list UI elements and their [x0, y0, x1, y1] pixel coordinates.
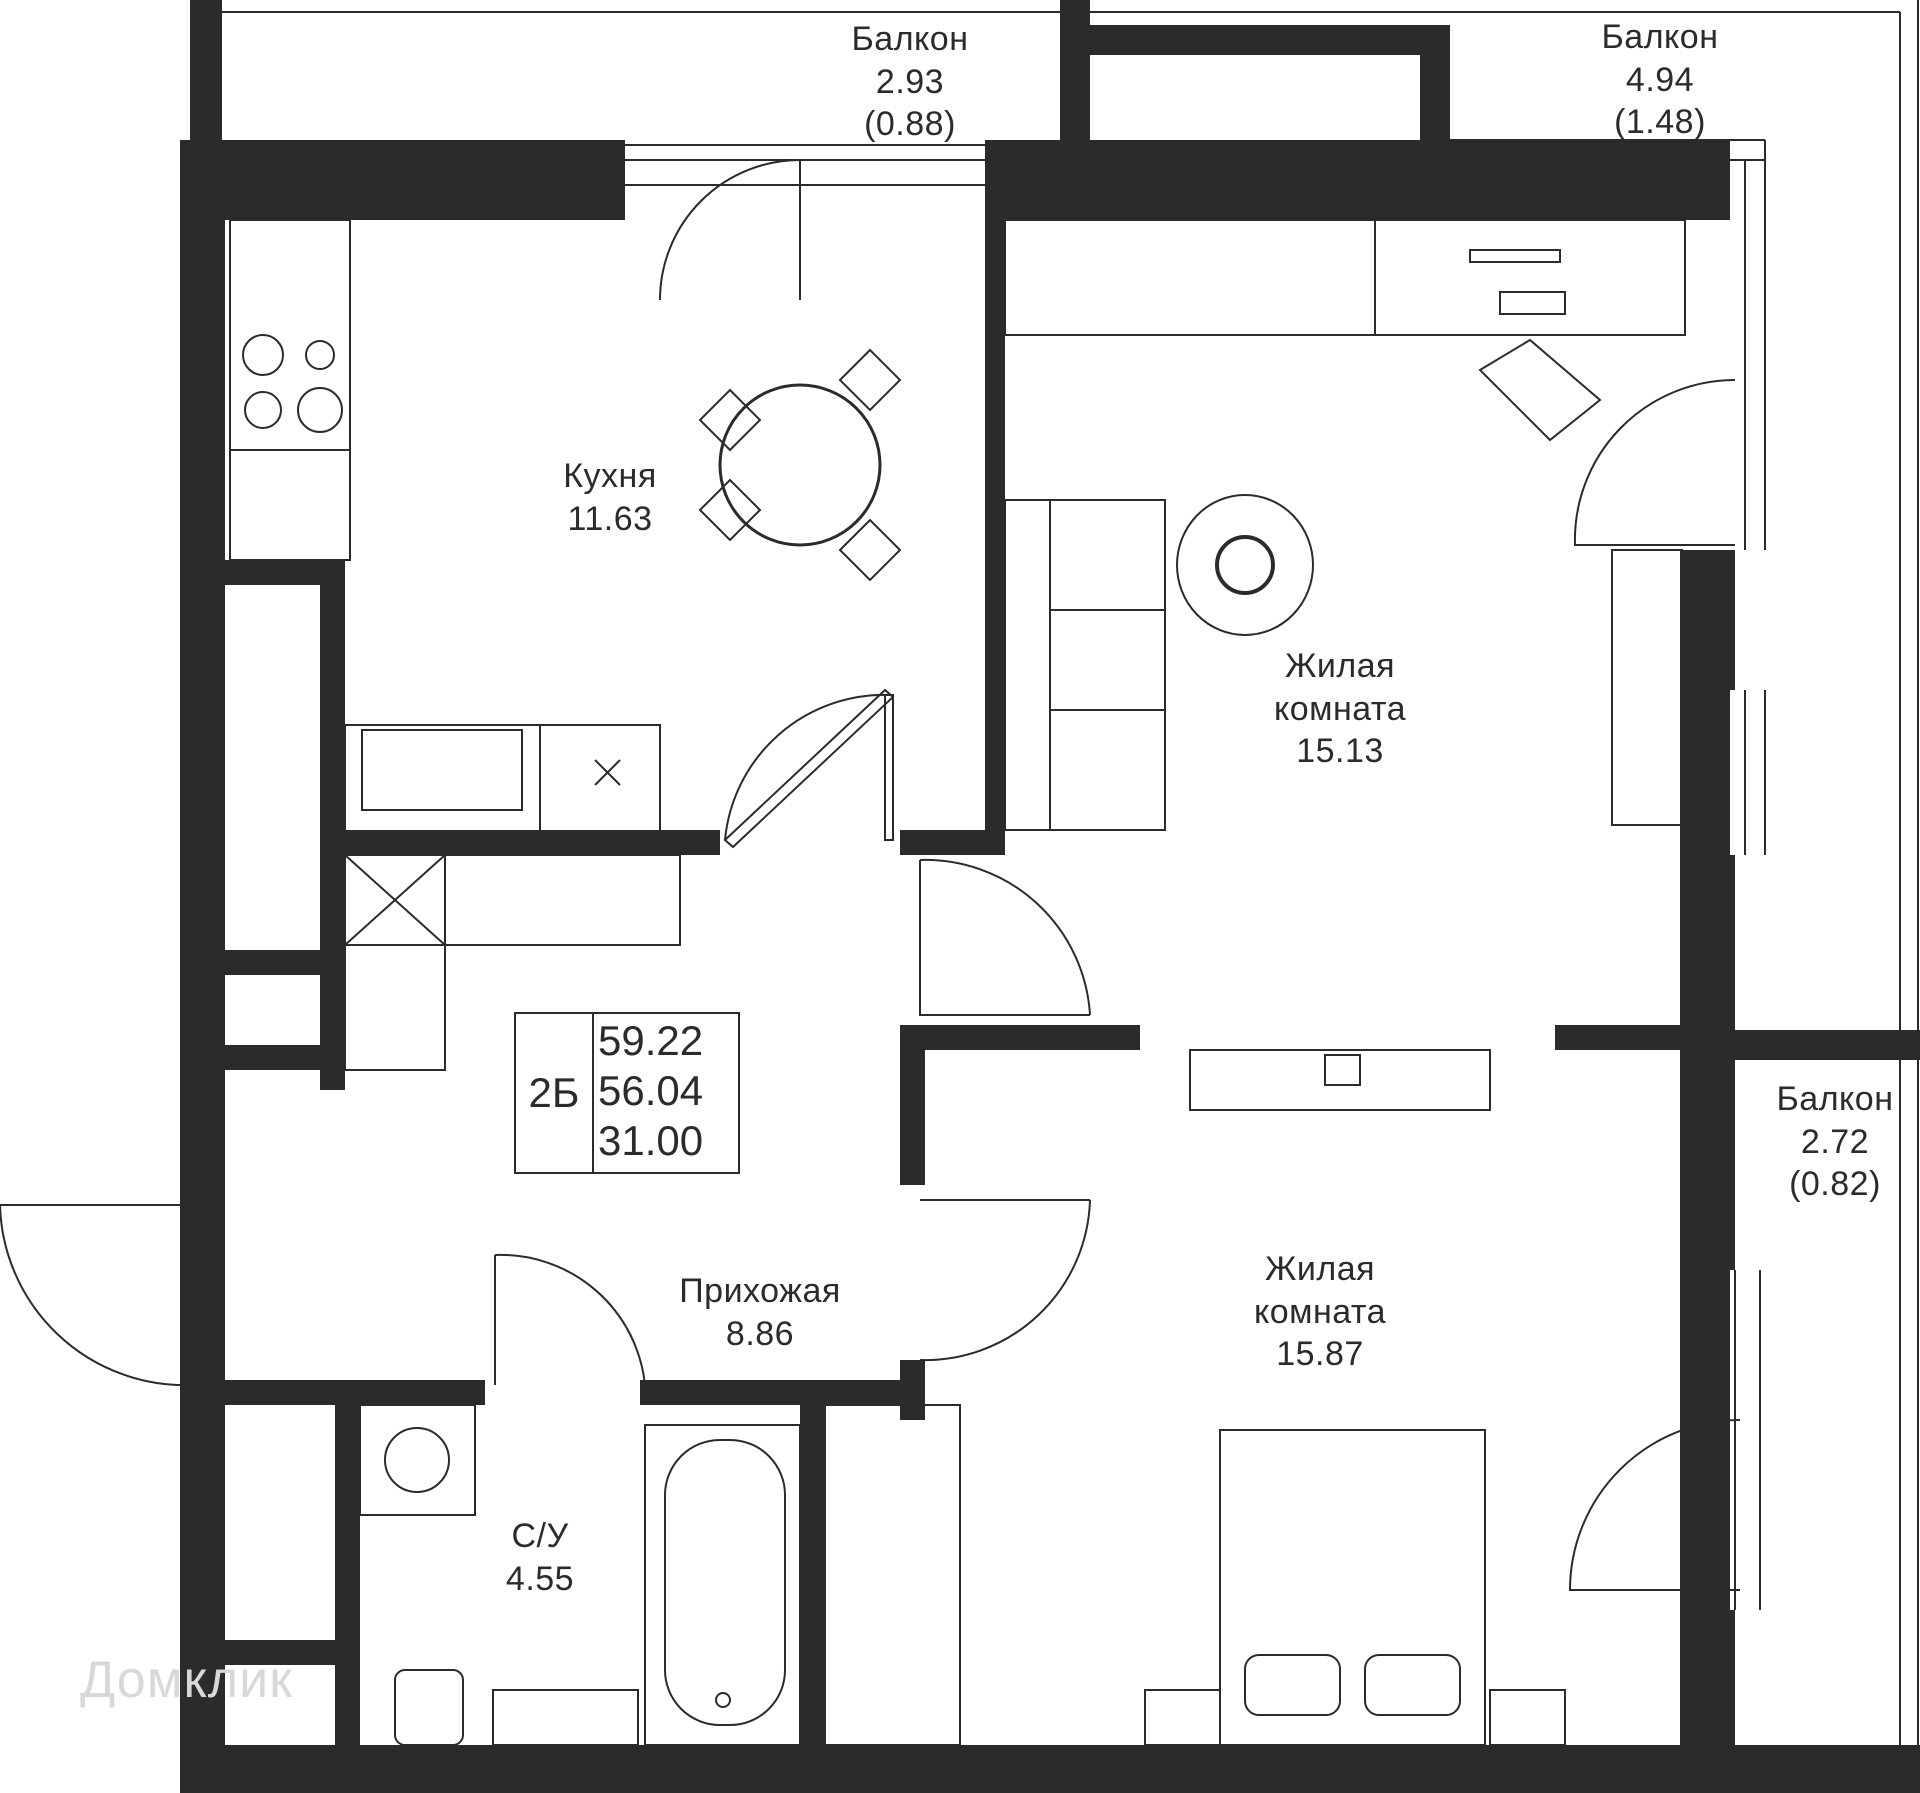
living1-name-line2: комната	[1273, 689, 1407, 728]
wall-right-pier-mid	[1680, 855, 1735, 1030]
balcony-right-top	[1730, 1030, 1920, 1060]
wall-left-upper-door	[180, 1070, 225, 1190]
wall-bath-top-right	[640, 1380, 925, 1405]
wall-shaft-mid	[180, 950, 340, 975]
hall-furniture	[344, 854, 681, 1071]
kitchen-label: Кухня 11.63	[500, 455, 720, 540]
sink-counter	[344, 724, 661, 836]
wall-hall-bedroom-top	[900, 1025, 1140, 1050]
balcony-left-name: Балкон	[851, 20, 969, 58]
apartment-type: 2Б	[516, 1014, 594, 1172]
living1-area: 15.13	[1296, 732, 1384, 770]
pillow-left	[1244, 1654, 1341, 1716]
hall-name: Прихожая	[679, 1272, 841, 1310]
monitor	[1469, 249, 1561, 263]
hall-area: 8.86	[725, 1314, 795, 1353]
hall-closet	[344, 944, 446, 1071]
balcony-top-right-label: Балкон 4.94 (1.48)	[1550, 16, 1770, 144]
balcony-top-right-name: Балкон	[1601, 18, 1719, 56]
kitchen-area: 11.63	[567, 499, 653, 538]
bedroom-furniture	[824, 1049, 1566, 1746]
balcony-left-area: 2.93	[875, 62, 945, 101]
wall-right-pier-upper	[1680, 550, 1735, 690]
bed	[1219, 1429, 1486, 1746]
living1-name-line1: Жилая	[1284, 647, 1396, 685]
bathroom-label: С/У 4.55	[440, 1515, 640, 1600]
wall-kitchen-living	[985, 140, 1005, 855]
rug	[1176, 494, 1314, 636]
total-area: 59.22	[598, 1017, 704, 1064]
wall-shaft-bottom	[180, 1045, 345, 1070]
wall-top-kitchen	[180, 140, 625, 220]
balcony-top-right-reduced: (1.48)	[1614, 103, 1706, 141]
kitchen-furniture	[229, 219, 902, 836]
wall-top-living	[985, 140, 1730, 220]
wall-shaft	[320, 560, 345, 1090]
sofa	[1004, 499, 1166, 831]
office-chair	[1478, 338, 1602, 442]
wall-right-pier	[1680, 1030, 1735, 1270]
windows	[184, 0, 1919, 1745]
bathroom-name: С/У	[511, 1517, 569, 1555]
balcony-right-reduced: (0.82)	[1789, 1165, 1881, 1203]
balcony-right-name: Балкон	[1776, 1080, 1894, 1118]
living1-furniture	[1004, 219, 1686, 831]
balcony-mid-wall	[1060, 0, 1090, 140]
apartment-summary: 2Б 59.22 56.04 31.00	[514, 1012, 740, 1174]
nightstand-right	[1489, 1689, 1566, 1746]
wall-shaft-top	[180, 560, 340, 585]
kitchen-counter	[229, 219, 351, 561]
toilet	[394, 1669, 464, 1746]
doors	[0, 159, 1741, 1591]
nightstand-left	[1144, 1689, 1221, 1746]
balcony-top-right-area: 4.94	[1625, 60, 1695, 99]
bathroom-fixtures	[359, 1404, 801, 1746]
wall-kitchen-hall-left	[340, 830, 720, 855]
tv-stand	[1611, 549, 1683, 826]
balcony-left-reduced: (0.88)	[864, 105, 956, 143]
living1-label: Жилая комната 15.13	[1230, 645, 1450, 773]
bathtub	[644, 1424, 801, 1746]
tv-console	[1189, 1049, 1491, 1111]
living2-name-line1: Жилая	[1264, 1250, 1376, 1288]
balcony-right-area: 2.72	[1800, 1122, 1870, 1161]
desk	[1374, 219, 1686, 336]
kitchen-name: Кухня	[563, 457, 657, 495]
living2-area: 15.87	[1276, 1335, 1364, 1373]
pillow-right	[1364, 1654, 1461, 1716]
balcony-mid-right	[1420, 25, 1450, 140]
keyboard	[1499, 291, 1566, 315]
wall-hall-east	[900, 1025, 925, 1185]
area-without-balcony: 56.04	[598, 1067, 704, 1114]
wall-bottom	[180, 1745, 1920, 1793]
bathroom-area: 4.55	[505, 1559, 575, 1598]
balcony-mid-top	[1080, 25, 1445, 55]
wardrobe-bedroom	[824, 1404, 961, 1746]
living-area: 31.00	[598, 1117, 704, 1164]
wall-bath-shaft	[335, 1405, 360, 1745]
wall-right-pier-lower	[1680, 1610, 1735, 1750]
apartment-areas: 59.22 56.04 31.00	[598, 1016, 738, 1166]
dining-table	[718, 383, 882, 547]
balcony-right-label: Балкон 2.72 (0.82)	[1750, 1078, 1920, 1206]
wall-kitchen-hall-right	[900, 830, 1005, 855]
living2-name-line2: комната	[1253, 1292, 1387, 1331]
wall-bath-shaft-bottom	[180, 1640, 360, 1665]
living2-label: Жилая комната 15.87	[1210, 1248, 1430, 1376]
walls	[180, 0, 1920, 1793]
balcony-left-label: Балкон 2.93 (0.88)	[800, 18, 1020, 146]
wall-bath-bedroom	[800, 1405, 825, 1745]
wall-bath-top-left	[180, 1380, 485, 1405]
washer	[359, 1404, 476, 1516]
balcony-left-wall	[190, 0, 222, 140]
bath-sink	[492, 1689, 639, 1746]
hall-label: Прихожая 8.86	[650, 1270, 870, 1355]
watermark: Домклик	[80, 1651, 293, 1709]
wardrobe-living1	[1004, 219, 1376, 336]
